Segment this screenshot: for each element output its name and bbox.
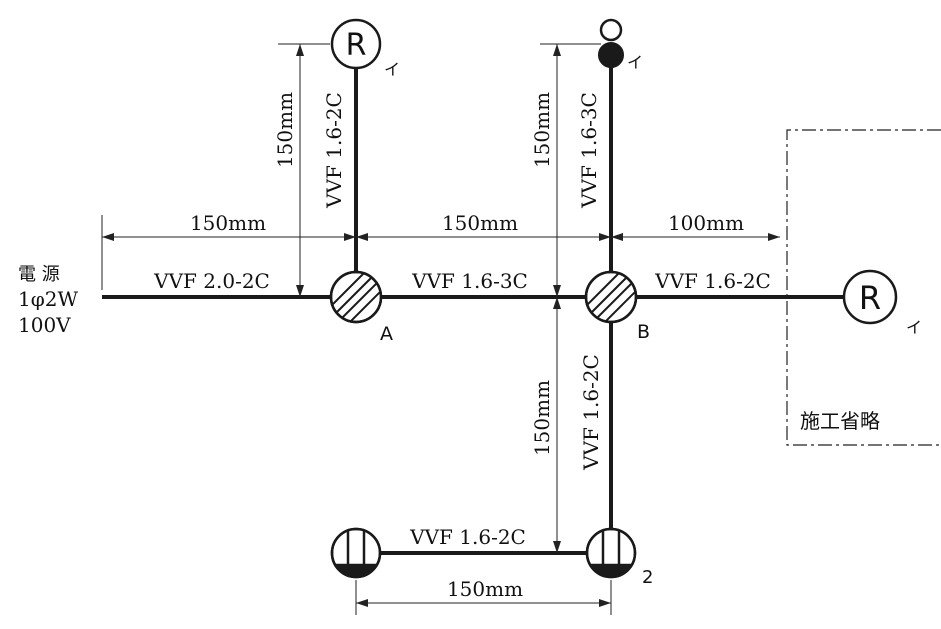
cable-label-a-up: VVF 1.6-2C bbox=[322, 92, 346, 209]
source-label-line2: 1φ2W bbox=[18, 287, 78, 311]
dimension-line-b-up bbox=[540, 43, 601, 297]
dimension-line-a-up bbox=[278, 43, 330, 297]
cable-label-b-to-right: VVF 1.6-2C bbox=[654, 269, 771, 293]
source-label-line3: 100V bbox=[18, 313, 71, 337]
source-label-line1: 電 源 bbox=[18, 264, 60, 285]
outlet-left bbox=[330, 527, 382, 579]
label-i-right: イ bbox=[906, 318, 922, 337]
cable-label-b-down: VVF 1.6-2C bbox=[579, 354, 603, 471]
omitted-area-boundary bbox=[786, 129, 941, 446]
dimension-label-bottom: 150mm bbox=[447, 577, 523, 601]
box-label-b: B bbox=[637, 321, 650, 343]
cable-label-a-to-b: VVF 1.6-3C bbox=[411, 269, 528, 293]
cable-label-bottom: VVF 1.6-2C bbox=[409, 525, 526, 549]
dimension-label-a-to-b: 150mm bbox=[442, 211, 518, 235]
label-i-top-left: イ bbox=[384, 60, 400, 79]
dimension-label-b-up: 150mm bbox=[530, 92, 554, 168]
dimension-line-b-down bbox=[553, 297, 561, 553]
dimension-line-top-horizontal bbox=[101, 215, 780, 290]
dimension-label-b-to-right: 100mm bbox=[668, 211, 744, 235]
dimension-label-source-to-a: 150mm bbox=[190, 211, 266, 235]
pilot-lamp-and-switch bbox=[598, 18, 624, 68]
cable-label-source-to-a: VVF 2.0-2C bbox=[153, 269, 270, 293]
box-label-a: A bbox=[380, 323, 393, 345]
omitted-area-label: 施工省略 bbox=[800, 409, 880, 433]
outlet-right bbox=[585, 527, 637, 579]
receptacle-lamp-top: R bbox=[330, 18, 382, 70]
dimension-label-b-down: 150mm bbox=[530, 380, 554, 456]
junction-box-b bbox=[584, 270, 638, 324]
dimension-line-bottom bbox=[355, 580, 612, 615]
receptacle-letter-top: R bbox=[346, 28, 367, 63]
label-i-top-right: イ bbox=[627, 53, 643, 72]
receptacle-lamp-right: R bbox=[842, 269, 898, 325]
junction-box-a bbox=[329, 270, 383, 324]
outlet-number: 2 bbox=[642, 567, 653, 588]
cable-label-b-up: VVF 1.6-3C bbox=[577, 92, 601, 209]
dimension-label-a-up: 150mm bbox=[273, 92, 297, 168]
receptacle-letter-right: R bbox=[859, 279, 881, 317]
